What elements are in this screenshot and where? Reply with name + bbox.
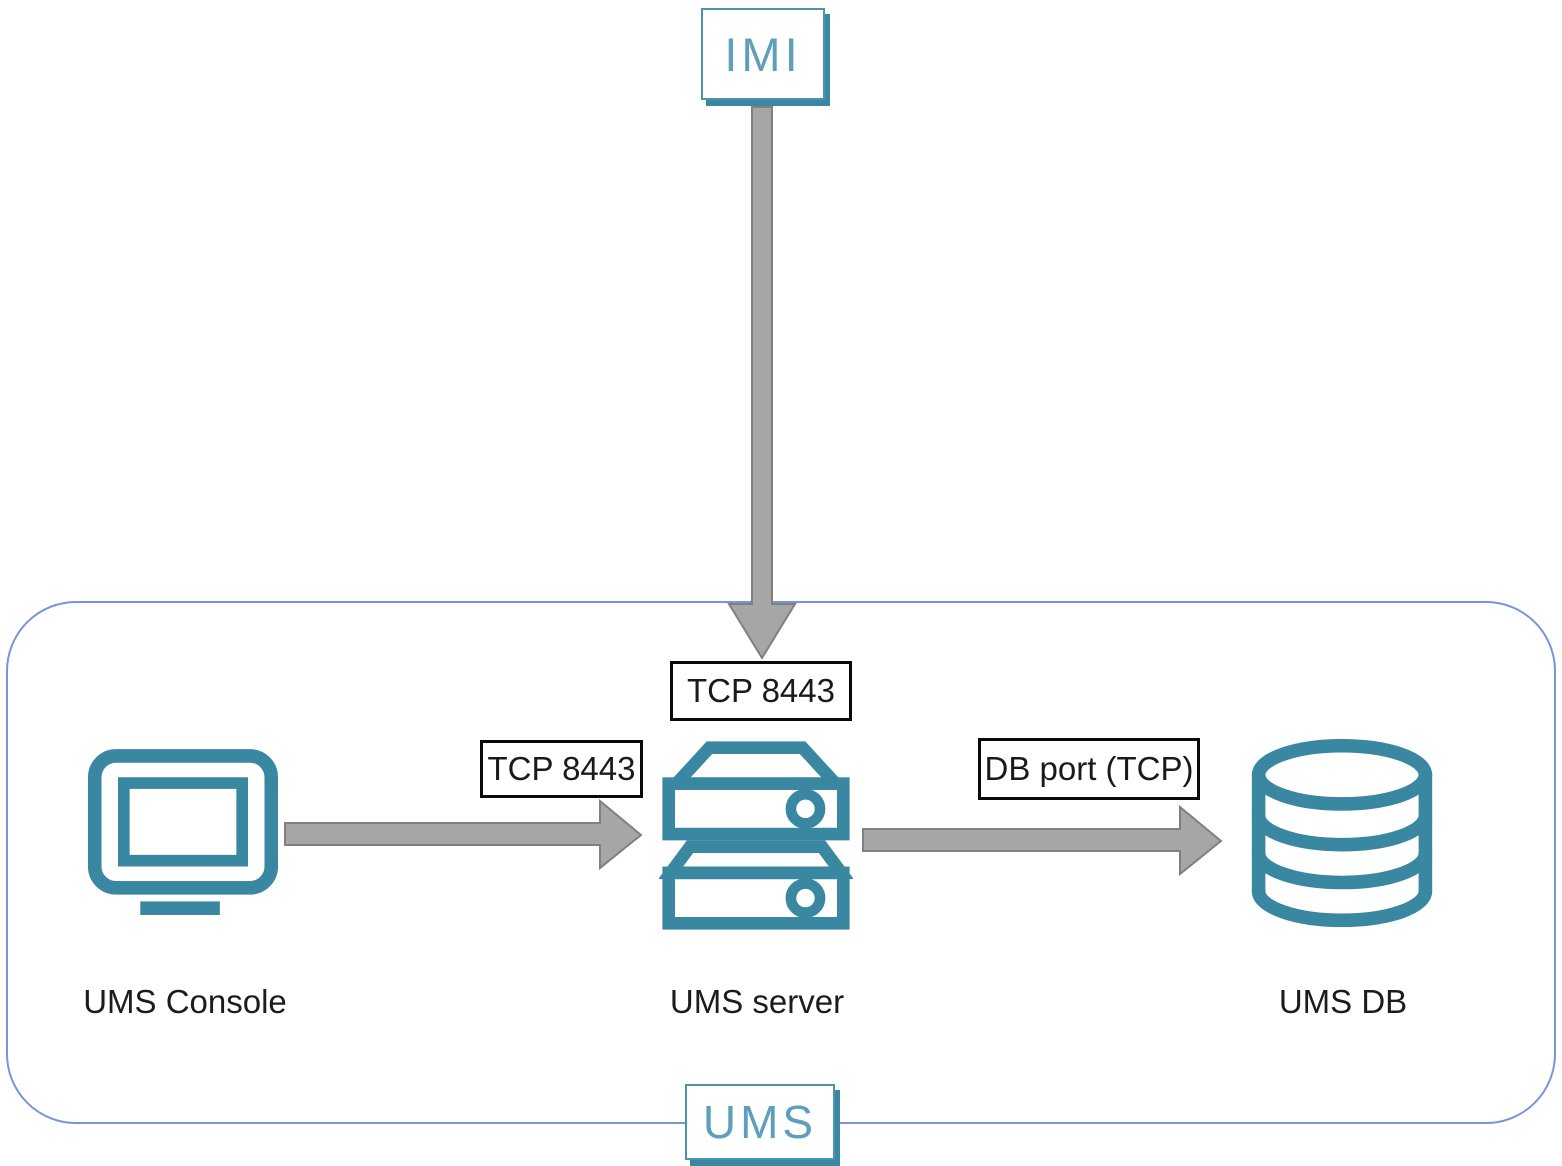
port-label-db-port: DB port (TCP) [978,738,1200,800]
port-label-tcp8443-top: TCP 8443 [670,661,852,721]
ums-server-label: UMS server [669,983,845,1020]
port-label-text: TCP 8443 [687,672,835,709]
ums-boundary-tag: UMS [685,1084,835,1160]
server-icon [659,741,853,930]
ums-label: UMS [702,1096,818,1148]
database-icon [1251,738,1433,928]
monitor-icon [87,749,279,915]
imi-node: IMI [701,8,825,100]
arrow-imi-to-server [727,106,797,660]
ums-console-label: UMS Console [83,983,287,1020]
ums-db-label: UMS DB [1278,983,1408,1020]
port-label-tcp8443-left: TCP 8443 [480,740,643,798]
imi-label: IMI [724,27,802,81]
port-label-text: TCP 8443 [487,750,636,787]
port-label-text: DB port (TCP) [984,750,1194,787]
